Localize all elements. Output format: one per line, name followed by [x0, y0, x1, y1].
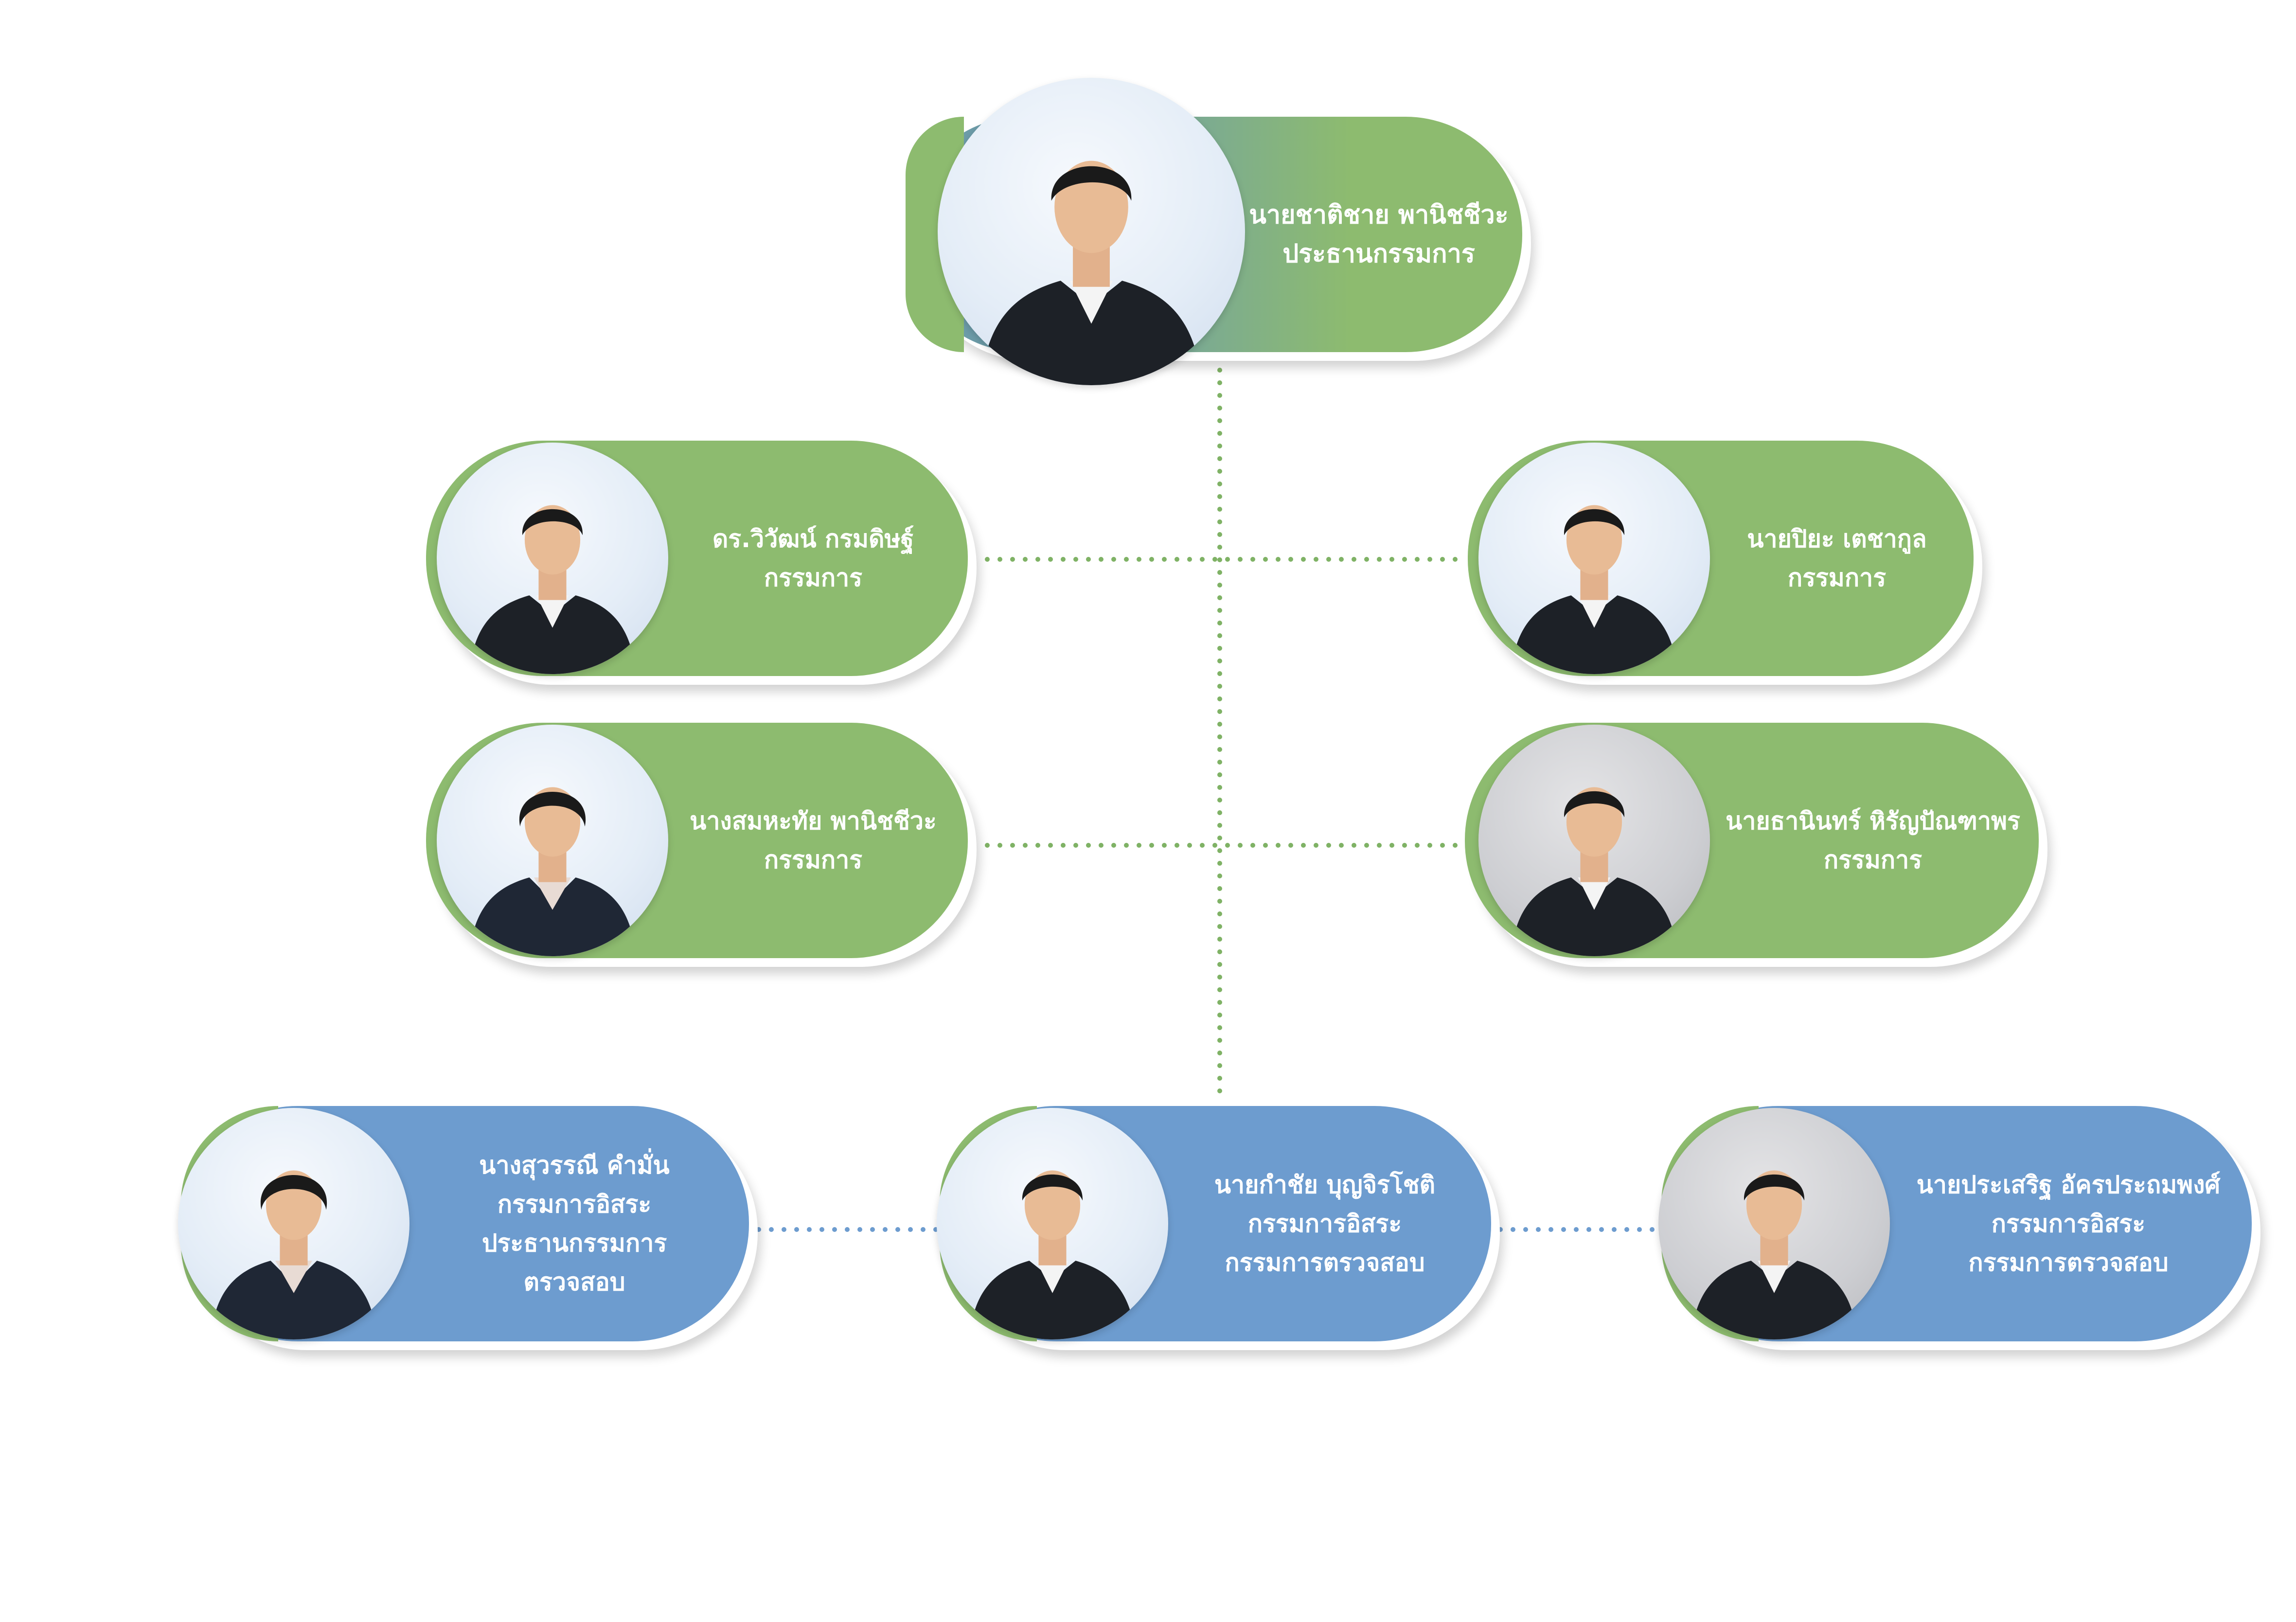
- card-text: นายปิยะ เตชากูล กรรมการ: [1710, 441, 1964, 676]
- person-role: กรรมการ: [764, 564, 863, 592]
- card-text: นางสมหะทัย พานิชชีวะ กรรมการ: [668, 723, 958, 958]
- card-text: นายชาติชาย พานิชชีวะ ประธานกรรมการ: [1245, 117, 1513, 352]
- portrait-photo: [1478, 725, 1710, 956]
- card-text: นายกำชัย บุญจิรโชติ กรรมการอิสระ กรรมการ…: [1168, 1106, 1481, 1341]
- person-name: นายประเสริฐ อัครประถมพงศ์: [1916, 1171, 2221, 1199]
- person-name: นายธานินทร์ หิรัญปัณฑาพร: [1726, 807, 2020, 835]
- person-name: นายกำชัย บุญจิรโชติ: [1214, 1171, 1436, 1199]
- card-text: นายธานินทร์ หิรัญปัณฑาพร กรรมการ: [1710, 723, 2036, 958]
- portrait-photo: [938, 78, 1245, 385]
- person-icon: [1478, 443, 1710, 674]
- portrait-photo: [937, 1108, 1168, 1339]
- card-audit-member: นายประเสริฐ อัครประถมพงศ์ กรรมการอิสระ ก…: [1658, 1106, 2260, 1350]
- card-board-member: นางสมหะทัย พานิชชีวะ กรรมการ: [426, 723, 977, 967]
- person-role-line2: ประธานกรรมการ: [481, 1229, 667, 1257]
- card-board-member: ดร.วิวัฒน์ กรมดิษฐ์ กรรมการ: [426, 441, 977, 685]
- person-role-line3: ตรวจสอบ: [523, 1268, 625, 1296]
- person-name: นายชาติชาย พานิชชีวะ: [1249, 200, 1509, 230]
- person-role: กรรมการ: [1787, 564, 1887, 592]
- portrait-photo: [1658, 1108, 1890, 1339]
- person-icon: [938, 78, 1245, 385]
- person-role: กรรมการ: [764, 846, 863, 874]
- board-connectors: [985, 355, 1466, 1102]
- card-text: ดร.วิวัฒน์ กรมดิษฐ์ กรรมการ: [668, 441, 958, 676]
- portrait-photo: [437, 443, 668, 674]
- card-audit-member: นางสุวรรณี คำมั่น กรรมการอิสระ ประธานกรร…: [178, 1106, 758, 1350]
- person-icon: [937, 1108, 1168, 1339]
- card-board-member: นายปิยะ เตชากูล กรรมการ: [1468, 441, 1982, 685]
- card-audit-member: นายกำชัย บุญจิรโชติ กรรมการอิสระ กรรมการ…: [937, 1106, 1500, 1350]
- portrait-photo: [178, 1108, 409, 1339]
- card-text: นายประเสริฐ อัครประถมพงศ์ กรรมการอิสระ ก…: [1890, 1106, 2247, 1341]
- person-icon: [178, 1108, 409, 1339]
- person-role: ประธานกรรมการ: [1282, 239, 1475, 268]
- card-chairman: นายชาติชาย พานิชชีวะ ประธานกรรมการ: [906, 78, 1531, 385]
- person-icon: [437, 725, 668, 956]
- card-board-member: นายธานินทร์ หิรัญปัณฑาพร กรรมการ: [1465, 723, 2047, 967]
- person-role: กรรมการอิสระ: [1247, 1210, 1402, 1238]
- person-icon: [437, 443, 668, 674]
- person-name: นางสมหะทัย พานิชชีวะ: [690, 807, 937, 835]
- person-role-line2: กรรมการตรวจสอบ: [1968, 1248, 2169, 1277]
- person-icon: [1658, 1108, 1890, 1339]
- person-icon: [1478, 725, 1710, 956]
- person-role: กรรมการอิสระ: [1991, 1210, 2146, 1238]
- person-name: นายปิยะ เตชากูล: [1747, 525, 1927, 553]
- portrait-photo: [437, 725, 668, 956]
- portrait-photo: [1478, 443, 1710, 674]
- person-name: นางสุวรรณี คำมั่น: [479, 1151, 670, 1179]
- person-role-line2: กรรมการตรวจสอบ: [1225, 1248, 1425, 1277]
- person-role: กรรมการอิสระ: [497, 1190, 652, 1218]
- card-text: นางสุวรรณี คำมั่น กรรมการอิสระ ประธานกรร…: [409, 1106, 739, 1341]
- person-name: ดร.วิวัฒน์ กรมดิษฐ์: [712, 525, 914, 553]
- person-role: กรรมการ: [1823, 846, 1922, 874]
